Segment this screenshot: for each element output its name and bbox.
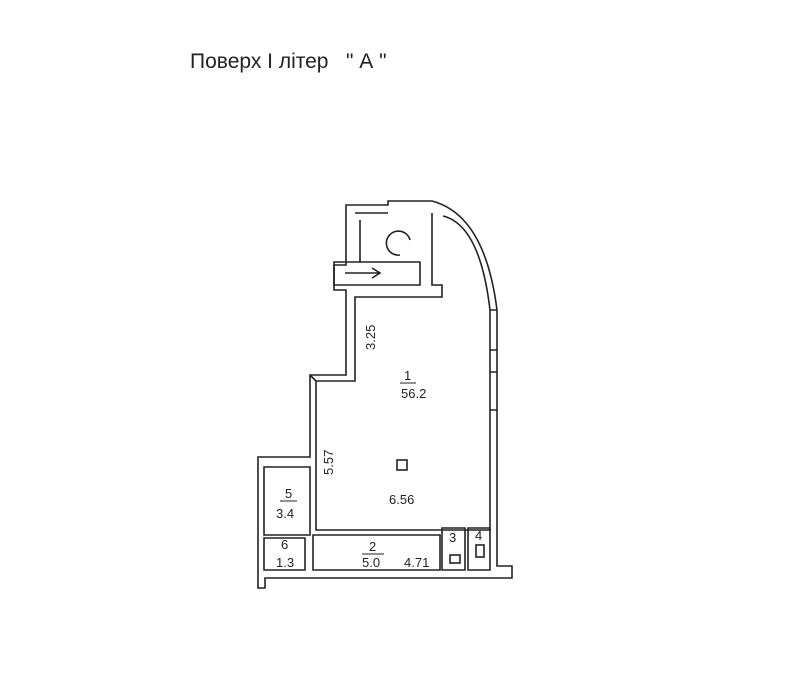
room-3-number: 3: [449, 530, 456, 545]
dimension-5-57: 5.57: [321, 450, 336, 475]
room-1-number: 1: [404, 368, 411, 383]
dimension-4-71: 4.71: [404, 555, 429, 570]
room-1-area: 56.2: [401, 386, 426, 401]
walls: [257, 200, 513, 589]
dimension-6-56: 6.56: [389, 492, 414, 507]
room-4-number: 4: [475, 528, 482, 543]
room-2-number: 2: [369, 539, 376, 554]
dimension-3-25: 3.25: [363, 325, 378, 350]
room-6-area: 1.3: [276, 555, 294, 570]
room-5-number: 5: [285, 486, 292, 501]
plan-title: Поверх I літер " А ": [190, 50, 387, 73]
room-2-area: 5.0: [362, 555, 380, 570]
room-6-number: 6: [281, 537, 288, 552]
labels: 1 56.2 2 5.0 3 4 5 3.4 6 1.3 3.25 5.57 6…: [276, 325, 482, 570]
room-5-area: 3.4: [276, 506, 294, 521]
